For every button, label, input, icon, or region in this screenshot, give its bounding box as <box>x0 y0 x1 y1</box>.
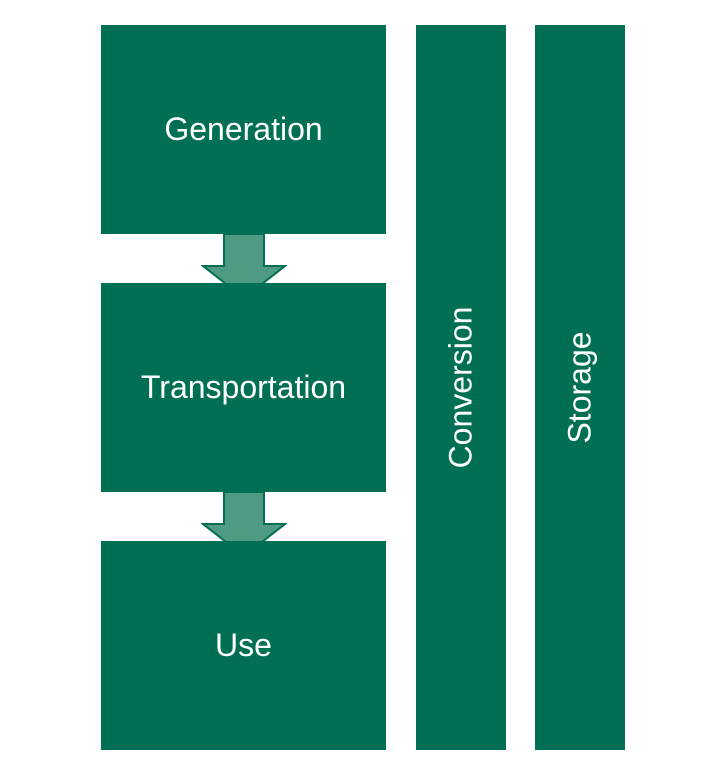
stage-use-box: Use <box>101 541 386 750</box>
storage-label: Storage <box>561 331 598 444</box>
conversion-column: Conversion <box>416 25 506 750</box>
conversion-label: Conversion <box>442 306 479 469</box>
stage-use-label: Use <box>215 627 272 663</box>
down-arrow-icon <box>201 492 287 558</box>
stage-generation-box: Generation <box>101 25 386 234</box>
storage-column: Storage <box>535 25 625 750</box>
stage-transportation-box: Transportation <box>101 283 386 492</box>
stage-transportation-label: Transportation <box>140 369 347 405</box>
down-arrow-icon <box>201 234 287 300</box>
stage-generation-label: Generation <box>164 111 323 147</box>
